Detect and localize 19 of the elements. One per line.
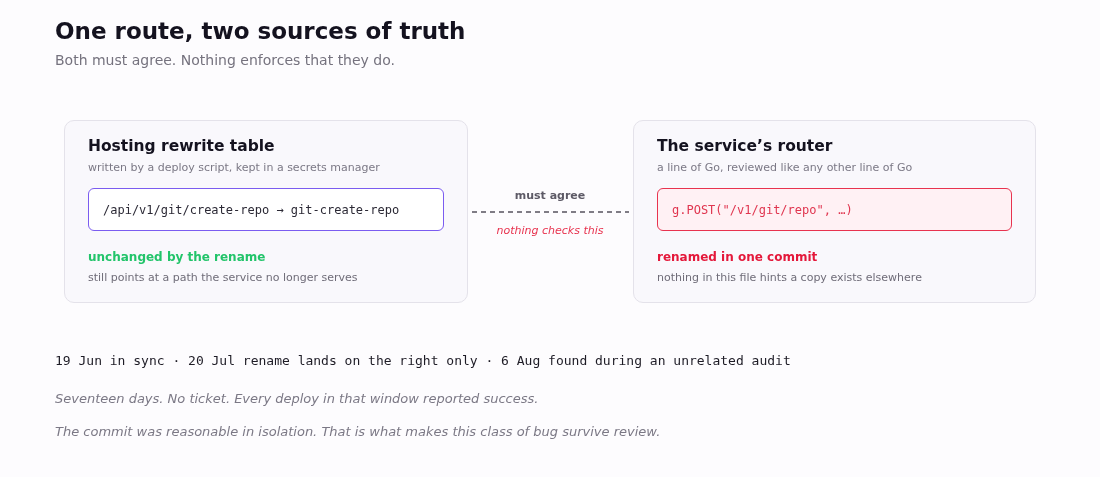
note-text: The commit was reasonable in isolation. That is what makes this class of bug survive review. — [55, 424, 661, 439]
card — [633, 120, 1036, 303]
status-text: renamed in one commit — [657, 250, 819, 264]
code-box: /api/v1/git/create-repo → git-create-repo — [88, 188, 444, 231]
card-heading: The service’s router — [657, 137, 834, 155]
card-note: nothing in this file hints a copy exists elsewhere — [657, 271, 923, 284]
card-heading: Hosting rewrite table — [88, 137, 276, 155]
subtitle: Both must agree. Nothing enforces that they do. — [55, 52, 395, 68]
dashed-connector — [471, 211, 630, 213]
note-text: Seventeen days. No ticket. Every deploy in that window reported success. — [55, 391, 539, 406]
card-subtitle: a line of Go, reviewed like any other line of Go — [657, 161, 914, 174]
edge-note: nothing checks this — [496, 224, 604, 237]
status-text: unchanged by the rename — [88, 250, 267, 264]
card — [64, 120, 468, 303]
card-subtitle: written by a deploy script, kept in a secrets manager — [88, 161, 381, 174]
timeline-text: 19 Jun in sync · 20 Jul rename lands on the right only · 6 Aug found during an unrelated audit — [55, 353, 791, 368]
card-note: still points at a path the service no longer serves — [88, 271, 359, 284]
title: One route, two sources of truth — [55, 18, 466, 44]
code-box: g.POST("/v1/git/repo", …) — [657, 188, 1012, 231]
